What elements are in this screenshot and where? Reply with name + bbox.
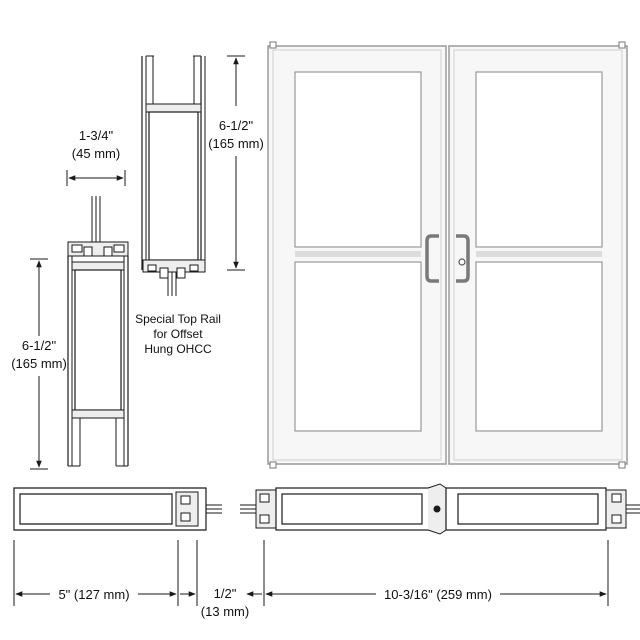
left-bottom-glass [294,261,422,432]
width-dimension-inches: 1-3/4" [78,128,114,143]
gap-dimension-mm: (13 mm) [200,604,250,619]
top-rail-section [141,55,206,296]
meeting-stile-plan-section [240,483,640,535]
rail-width-dimension: 10-3/16" (259 mm) [384,587,492,602]
right-top-glass [475,71,603,248]
right-bottom-glass [475,261,603,432]
gap-dimension-inches: 1/2" [213,586,237,601]
bottom-rail-section [67,196,129,467]
bottom-rail-height-inches: 6-1/2" [21,338,57,353]
width-dimension-mm: (45 mm) [71,146,121,161]
top-rail-caption-line-2: for Offset [153,327,203,341]
top-rail-caption-line-3: Hung OHCC [144,342,212,356]
bottom-rail-height-mm: (165 mm) [11,356,67,371]
right-door-leaf [448,41,628,469]
stile-width-dimension: 5" (127 mm) [58,587,130,602]
left-top-glass [294,71,422,248]
lock-cylinder-icon [458,258,466,266]
dimension-lines [13,55,609,606]
pull-handle-right-icon [456,234,470,283]
stile-plan-section [13,487,222,531]
door-elevation [267,41,628,469]
top-rail-height-mm: (165 mm) [208,136,264,151]
left-door-leaf [267,41,447,469]
pull-handle-left-icon [425,234,439,283]
top-rail-height-inches: 6-1/2" [218,118,254,133]
top-rail-caption-line-1: Special Top Rail [135,312,221,326]
